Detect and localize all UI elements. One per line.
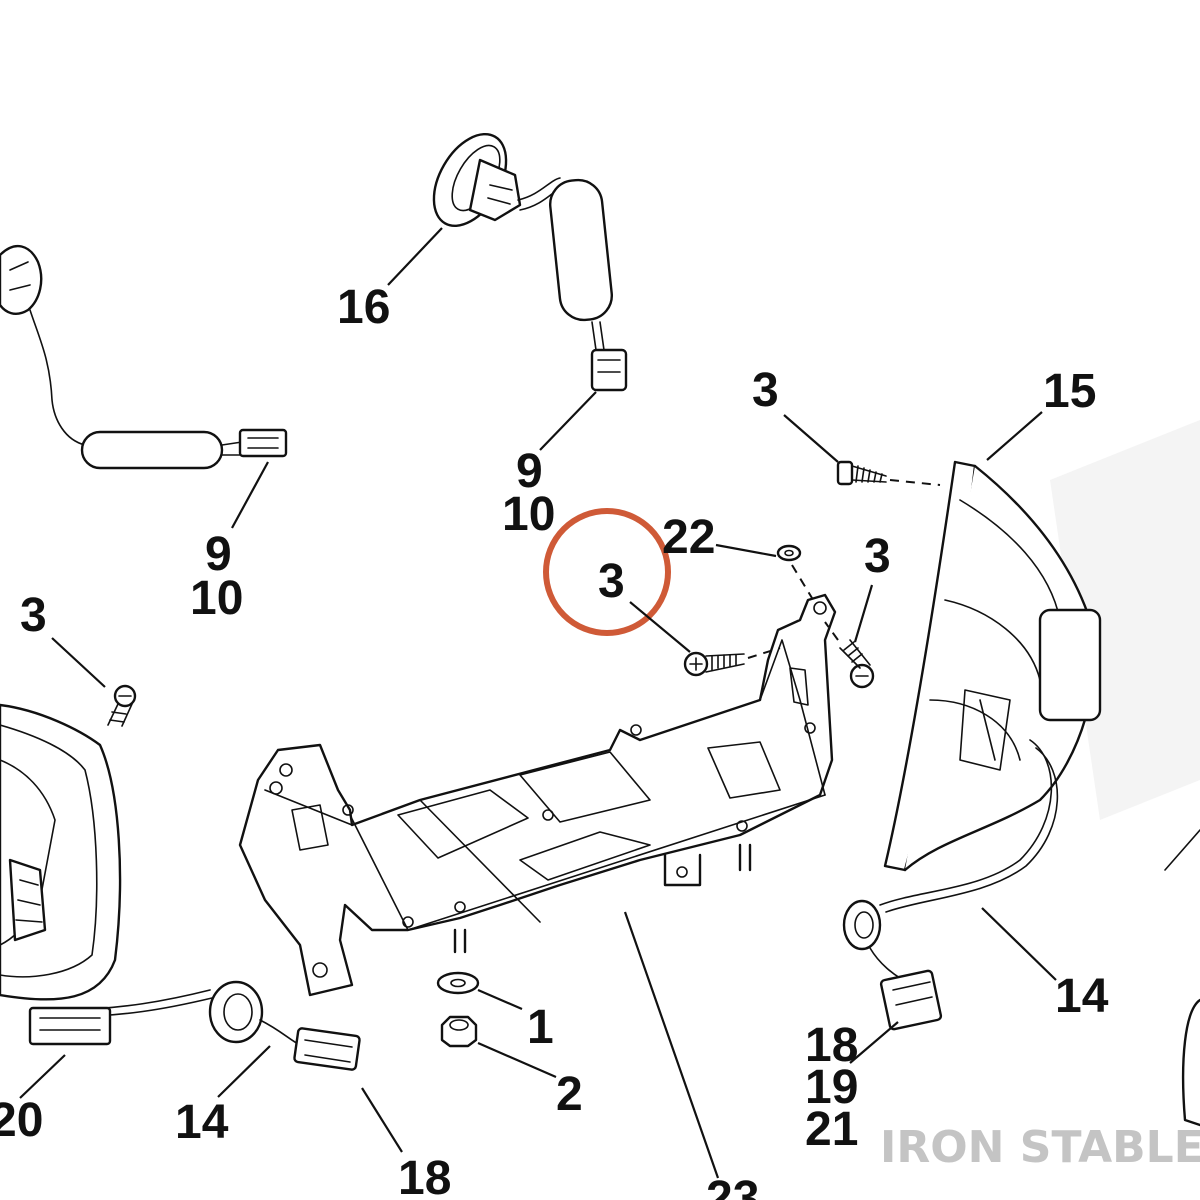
callout-10-left: 10 (190, 572, 243, 625)
callout-14-left: 14 (175, 1096, 229, 1149)
callout-16: 16 (337, 281, 390, 334)
callout-3-top-right: 3 (752, 364, 779, 417)
callout-23-bottom: 23 (706, 1172, 759, 1200)
screw-left (107, 684, 137, 727)
washer-part-22 (776, 544, 813, 599)
washer-part-1 (436, 971, 480, 995)
callout-10-mid: 10 (502, 488, 555, 541)
tweeter-assembly (432, 132, 628, 392)
screw-right (824, 621, 875, 689)
partial-part-far-right (1164, 829, 1200, 1127)
mounting-bracket (238, 593, 837, 997)
callout-18-bottom: 18 (398, 1152, 451, 1200)
callout-9-left: 9 (205, 528, 232, 581)
nut-part-2 (440, 1015, 478, 1048)
callout-3-circled: 3 (598, 555, 625, 608)
callout-3-right: 3 (864, 530, 891, 583)
speaker-assembly-left (0, 703, 361, 1071)
callout-19-mid: 19 (805, 1061, 858, 1114)
leader-lines (19, 227, 1057, 1179)
callout-22: 22 (662, 511, 715, 564)
callout-14-right: 14 (1055, 970, 1109, 1023)
callout-18-mid: 18 (805, 1019, 858, 1072)
callout-21-mid: 21 (805, 1103, 858, 1156)
callout-9-mid: 9 (516, 445, 543, 498)
screw-circled (683, 647, 781, 677)
callout-15: 15 (1043, 365, 1096, 418)
brand-watermark: IRON STABLE (880, 1122, 1200, 1173)
callout-2: 2 (556, 1068, 583, 1121)
tweeter-wire-left (0, 244, 288, 470)
callout-3-left: 3 (20, 589, 47, 642)
highlight-circle (543, 508, 671, 636)
callout-20-left: 20 (0, 1094, 43, 1147)
speaker-assembly-right (842, 460, 1102, 1031)
callout-labels: 16 9 10 9 10 3 15 22 3 3 3 14 1 2 18 19 … (0, 281, 1109, 1200)
callout-1: 1 (527, 1001, 554, 1054)
screw-top-right (836, 460, 941, 486)
